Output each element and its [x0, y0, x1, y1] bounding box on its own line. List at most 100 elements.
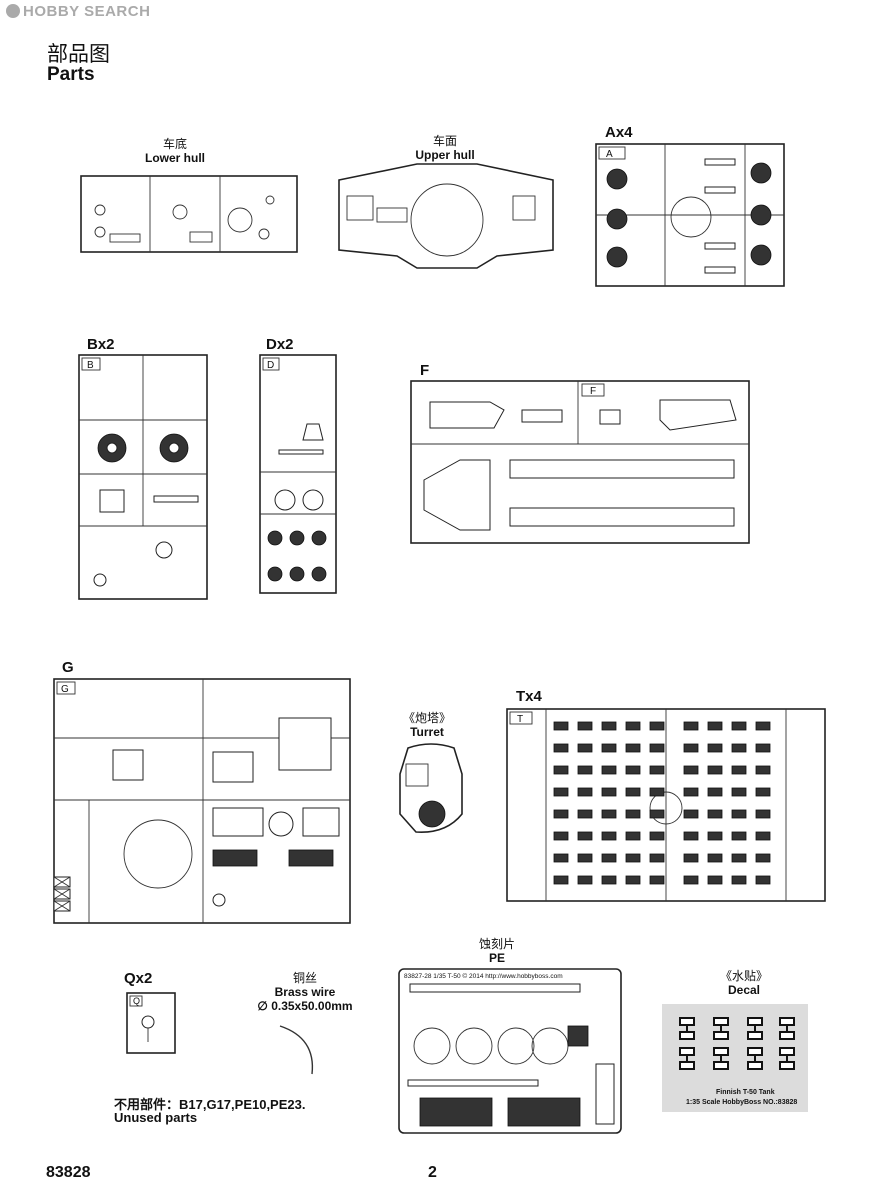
decal-caption-2: 1:35 Scale HobbyBoss NO.:83828 — [686, 1099, 797, 1106]
sprue-a-letter: A — [606, 149, 613, 160]
decal-mark — [679, 1017, 695, 1040]
sprue-a-label: Ax4 — [605, 124, 633, 141]
track-link — [707, 809, 723, 819]
track-link — [577, 831, 593, 841]
sprue-g-label: G — [62, 659, 74, 676]
turret-drawing — [399, 743, 463, 833]
track-link — [649, 831, 665, 841]
track-link — [683, 853, 699, 863]
sprue-a: A — [595, 143, 785, 287]
hobbysearch-icon — [6, 4, 20, 18]
track-link — [683, 743, 699, 753]
decal-mark — [713, 1047, 729, 1070]
lower-hull-cn: 车底 — [162, 137, 187, 151]
decal-mark — [779, 1047, 795, 1070]
track-link — [683, 765, 699, 775]
sprue-d-label: Dx2 — [266, 336, 294, 353]
track-link — [683, 721, 699, 731]
track-link — [755, 875, 771, 885]
sprue-t-letter: T — [517, 714, 523, 725]
track-link — [731, 787, 747, 797]
track-link — [683, 809, 699, 819]
decal-caption: 《水贴》 Decal — [704, 969, 784, 998]
upper-hull-drawing — [338, 163, 554, 269]
track-link — [755, 787, 771, 797]
track-link — [577, 765, 593, 775]
decal-mark — [779, 1017, 795, 1040]
pe-en: PE — [488, 950, 505, 965]
sprue-g-spare-boxes — [53, 876, 71, 912]
track-link — [577, 875, 593, 885]
track-link — [553, 831, 569, 841]
track-link — [683, 875, 699, 885]
decal-mark — [713, 1017, 729, 1040]
page-number: 2 — [428, 1164, 437, 1181]
track-link — [649, 809, 665, 819]
sprue-f-label: F — [420, 362, 430, 379]
page-title-en: Parts — [47, 64, 95, 85]
sprue-q: Q — [126, 992, 176, 1054]
track-link — [707, 787, 723, 797]
track-link — [707, 743, 723, 753]
track-link — [731, 765, 747, 775]
track-link — [755, 743, 771, 753]
decal-mark — [747, 1017, 763, 1040]
track-link — [755, 721, 771, 731]
track-link — [649, 787, 665, 797]
watermark-logo: HOBBY SEARCH — [6, 3, 150, 20]
track-link — [577, 721, 593, 731]
decal-cn: 《水贴》 — [719, 969, 768, 983]
track-link — [601, 853, 617, 863]
track-link — [625, 809, 641, 819]
track-link — [553, 809, 569, 819]
track-link — [553, 853, 569, 863]
decal-sheet: Finnish T-50 Tank 1:35 Scale HobbyBoss N… — [662, 1004, 808, 1112]
track-link — [707, 765, 723, 775]
lower-hull-drawing — [80, 175, 298, 253]
track-link — [601, 875, 617, 885]
track-link — [731, 831, 747, 841]
product-code: 83828 — [46, 1164, 91, 1181]
sprue-d: D — [259, 354, 337, 594]
decal-mark — [747, 1047, 763, 1070]
track-link — [707, 875, 723, 885]
brass-wire-drawing — [279, 1025, 314, 1075]
pe-fret: 83827-28 1/35 T-50 © 2014 http://www.hob… — [398, 968, 622, 1134]
turret-en: Turret — [410, 724, 444, 739]
track-link — [625, 765, 641, 775]
pe-fret-header: 83827-28 1/35 T-50 © 2014 http://www.hob… — [404, 972, 563, 980]
track-link — [553, 721, 569, 731]
track-link — [601, 787, 617, 797]
track-link — [755, 765, 771, 775]
lower-hull-en: Lower hull — [145, 150, 205, 165]
track-link — [707, 721, 723, 731]
track-link — [601, 809, 617, 819]
track-link — [625, 721, 641, 731]
sprue-f-letter: F — [590, 386, 596, 397]
track-link — [553, 743, 569, 753]
track-link — [707, 853, 723, 863]
track-link — [731, 875, 747, 885]
unused-parts-en: Unused parts — [114, 1110, 198, 1125]
track-link — [731, 743, 747, 753]
track-link — [625, 743, 641, 753]
sprue-t-label: Tx4 — [516, 688, 542, 705]
sprue-f: F — [410, 380, 750, 544]
track-link — [601, 831, 617, 841]
track-link — [553, 787, 569, 797]
track-link — [601, 765, 617, 775]
brass-wire-cn: 铜丝 — [292, 971, 317, 985]
sprue-b: B — [78, 354, 208, 600]
track-link — [755, 831, 771, 841]
track-link — [731, 853, 747, 863]
watermark-text: HOBBY SEARCH — [23, 3, 151, 20]
sprue-g: G — [53, 678, 351, 924]
upper-hull-cn: 车面 — [432, 134, 457, 148]
upper-hull-en: Upper hull — [415, 147, 475, 162]
sprue-q-letter: Q — [133, 996, 140, 1006]
track-link — [577, 853, 593, 863]
sprue-b-letter: B — [87, 360, 94, 371]
track-link — [625, 875, 641, 885]
track-link — [577, 743, 593, 753]
track-link — [625, 853, 641, 863]
